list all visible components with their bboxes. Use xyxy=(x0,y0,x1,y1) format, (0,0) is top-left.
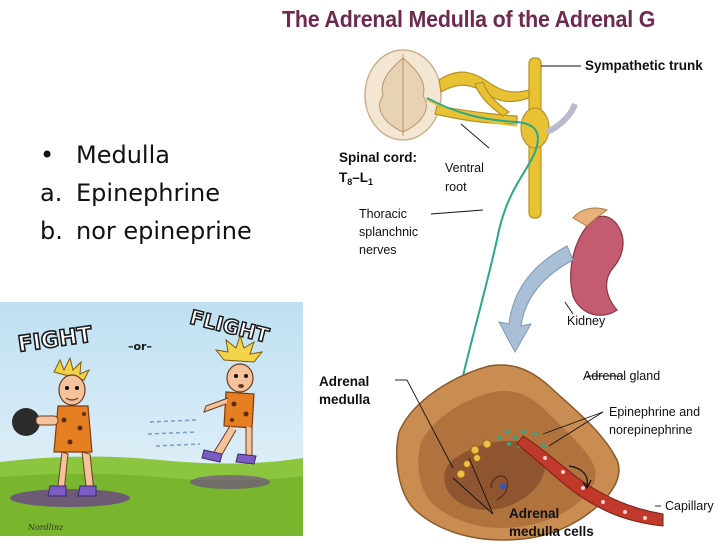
label-norepinephrine: norepinephrine xyxy=(609,423,692,437)
bullet-text: Epinephrine xyxy=(76,179,220,207)
label-root: root xyxy=(445,180,467,194)
capillary-vessel xyxy=(516,435,664,527)
leader-lines xyxy=(395,65,661,515)
kidney-illustration xyxy=(570,207,624,316)
label-ventral: Ventral xyxy=(445,161,484,175)
label-thoracic: Thoracic xyxy=(359,207,407,221)
label-splanchnic: splanchnic xyxy=(359,225,418,239)
label-medulla-cells-2: medulla cells xyxy=(509,524,594,539)
bullet-text: Medulla xyxy=(76,141,170,169)
bullet-marker: • xyxy=(40,141,55,169)
label-medulla-cells: Adrenal xyxy=(509,506,559,521)
label-spinal-cord: Spinal cord: xyxy=(339,150,417,165)
zoom-arrow xyxy=(498,245,574,354)
adrenal-gland-section xyxy=(396,364,620,541)
label-adrenal-medulla: Adrenal xyxy=(319,374,369,389)
label-sympathetic-trunk: Sympathetic trunk xyxy=(585,58,703,73)
bullet-marker: b. xyxy=(40,217,63,245)
slide-title: The Adrenal Medulla of the Adrenal G xyxy=(282,6,656,32)
bullet-item: • Medulla xyxy=(40,136,272,174)
fighter-figure xyxy=(12,356,97,497)
sympathetic-nerves xyxy=(434,57,550,219)
label-capillary: Capillary xyxy=(665,499,714,513)
cartoon-or-text: –or– xyxy=(128,340,152,353)
bullet-marker: a. xyxy=(40,179,63,207)
bullet-item: a. Epinephrine xyxy=(40,174,272,212)
fight-or-flight-cartoon: FIGHT –or– FLIGHT xyxy=(0,302,303,536)
label-spinal-levels: T8–L1 xyxy=(339,170,373,187)
label-nerves: nerves xyxy=(359,243,397,257)
label-kidney: Kidney xyxy=(567,314,606,328)
fleeing-figure xyxy=(147,334,264,465)
bullet-text: nor epineprine xyxy=(76,217,252,245)
bullet-item: b. nor epineprine xyxy=(40,212,272,250)
spinal-cord-section xyxy=(364,49,442,141)
cartoon-signature: Nordlinz xyxy=(27,523,64,532)
label-epinephrine: Epinephrine and xyxy=(609,405,700,419)
bullet-list: • Medulla a. Epinephrine b. nor epineprine xyxy=(40,136,272,250)
label-adrenal-gland: Adrenal gland xyxy=(583,369,660,383)
label-adrenal-medulla-2: medulla xyxy=(319,392,371,407)
adrenal-diagram: Sympathetic trunk Spinal cord: T8–L1 Ven… xyxy=(319,49,714,541)
